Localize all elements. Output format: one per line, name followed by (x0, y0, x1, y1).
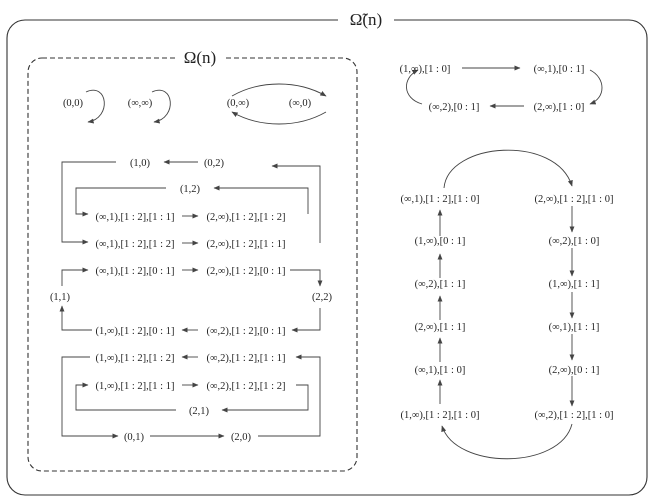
edge-R6-L6 (441, 423, 573, 460)
node-L6: (1,∞),[1 : 2],[1 : 0] (401, 410, 480, 421)
node-inf-0: (∞,0) (289, 98, 312, 109)
edge-e1-01 (61, 356, 119, 439)
edge-L1-R1 (443, 149, 573, 189)
inner-edges (59, 83, 327, 439)
inner-title-gap (176, 46, 224, 68)
node-c1: (∞,1),[1 : 2],[0 : 1] (96, 266, 175, 277)
edge-11-c1 (61, 267, 89, 286)
edge-10-b1 (61, 161, 116, 243)
node-f1: (1,∞),[1 : 2],[1 : 1] (96, 381, 175, 392)
node-r4: (2,∞),[1 : 0] (534, 102, 585, 113)
edge-21-f1 (75, 382, 176, 411)
node-R4: (∞,1),[1 : 1] (549, 322, 600, 333)
node-0-inf: (0,∞) (227, 98, 250, 109)
node-R3: (1,∞),[1 : 1] (549, 279, 600, 290)
node-2-1: (2,1) (189, 406, 210, 417)
node-0-0: (0,0) (63, 98, 84, 109)
edge-inf0-0inf (231, 111, 327, 125)
inner-title: Ω(n) (184, 48, 216, 67)
edge-b2-02 (271, 163, 321, 243)
node-d2: (∞,2),[1 : 2],[0 : 1] (207, 326, 286, 337)
node-r1: (1,∞),[1 : 0] (400, 64, 451, 75)
node-a1: (∞,1),[1 : 2],[1 : 1] (96, 212, 175, 223)
node-e2: (∞,2),[1 : 2],[1 : 1] (207, 353, 286, 364)
node-e1: (1,∞),[1 : 2],[1 : 2] (96, 353, 175, 364)
node-b1: (∞,1),[1 : 2],[1 : 2] (96, 239, 175, 250)
edge-r3-r1 (406, 69, 423, 105)
node-L3: (∞,2),[1 : 1] (415, 279, 466, 290)
inner-frame (27, 57, 358, 472)
node-L1: (∞,1),[1 : 2],[1 : 0] (401, 194, 480, 205)
node-0-1: (0,1) (124, 432, 145, 443)
node-b2: (2,∞),[1 : 2],[1 : 1] (207, 239, 286, 250)
node-R5: (2,∞),[0 : 1] (549, 365, 600, 376)
node-R1: (2,∞),[1 : 2],[1 : 0] (535, 194, 614, 205)
node-L5: (∞,1),[1 : 0] (415, 365, 466, 376)
edge-a2-12 (213, 185, 309, 214)
node-r2: (∞,1),[0 : 1] (534, 64, 585, 75)
edge-20-e2 (258, 354, 321, 437)
node-0-2: (0,2) (204, 158, 225, 169)
loop-00 (85, 89, 105, 124)
node-1-1: (1,1) (50, 292, 71, 303)
edge-22-d2 (291, 308, 321, 333)
loop-infinf (151, 89, 171, 124)
outer-title-gap (338, 8, 394, 30)
node-2-0: (2,0) (231, 432, 252, 443)
node-d1: (1,∞),[1 : 2],[0 : 1] (96, 326, 175, 337)
right-edges (406, 65, 603, 460)
node-L2: (1,∞),[0 : 1] (415, 236, 466, 247)
edge-r2-r4 (589, 69, 603, 105)
node-c2: (2,∞),[1 : 2],[0 : 1] (207, 266, 286, 277)
node-R2: (∞,2),[1 : 0] (549, 236, 600, 247)
edge-c2-22 (290, 269, 323, 287)
node-1-2: (1,2) (180, 184, 201, 195)
node-inf-inf: (∞,∞) (128, 98, 153, 109)
edge-12-a1 (75, 187, 166, 217)
node-L4: (2,∞),[1 : 1] (415, 322, 466, 333)
edge-d1-11 (59, 305, 92, 331)
node-R6: (∞,2),[1 : 2],[1 : 0] (535, 410, 614, 421)
node-1-0: (1,0) (130, 158, 151, 169)
edge-0inf-inf0 (231, 83, 327, 97)
node-r3: (∞,2),[0 : 1] (429, 102, 480, 113)
outer-title: Ω̃(n) (350, 10, 382, 29)
node-a2: (2,∞),[1 : 2],[1 : 2] (207, 212, 286, 223)
outer-frame (6, 19, 648, 496)
node-labels: (0,0) (∞,∞) (0,∞) (∞,0) (1,0) (0,2) (1,2… (50, 64, 614, 443)
node-f2: (∞,2),[1 : 2],[1 : 2] (207, 381, 286, 392)
node-2-2: (2,2) (312, 292, 333, 303)
edge-f2-21 (221, 384, 309, 413)
